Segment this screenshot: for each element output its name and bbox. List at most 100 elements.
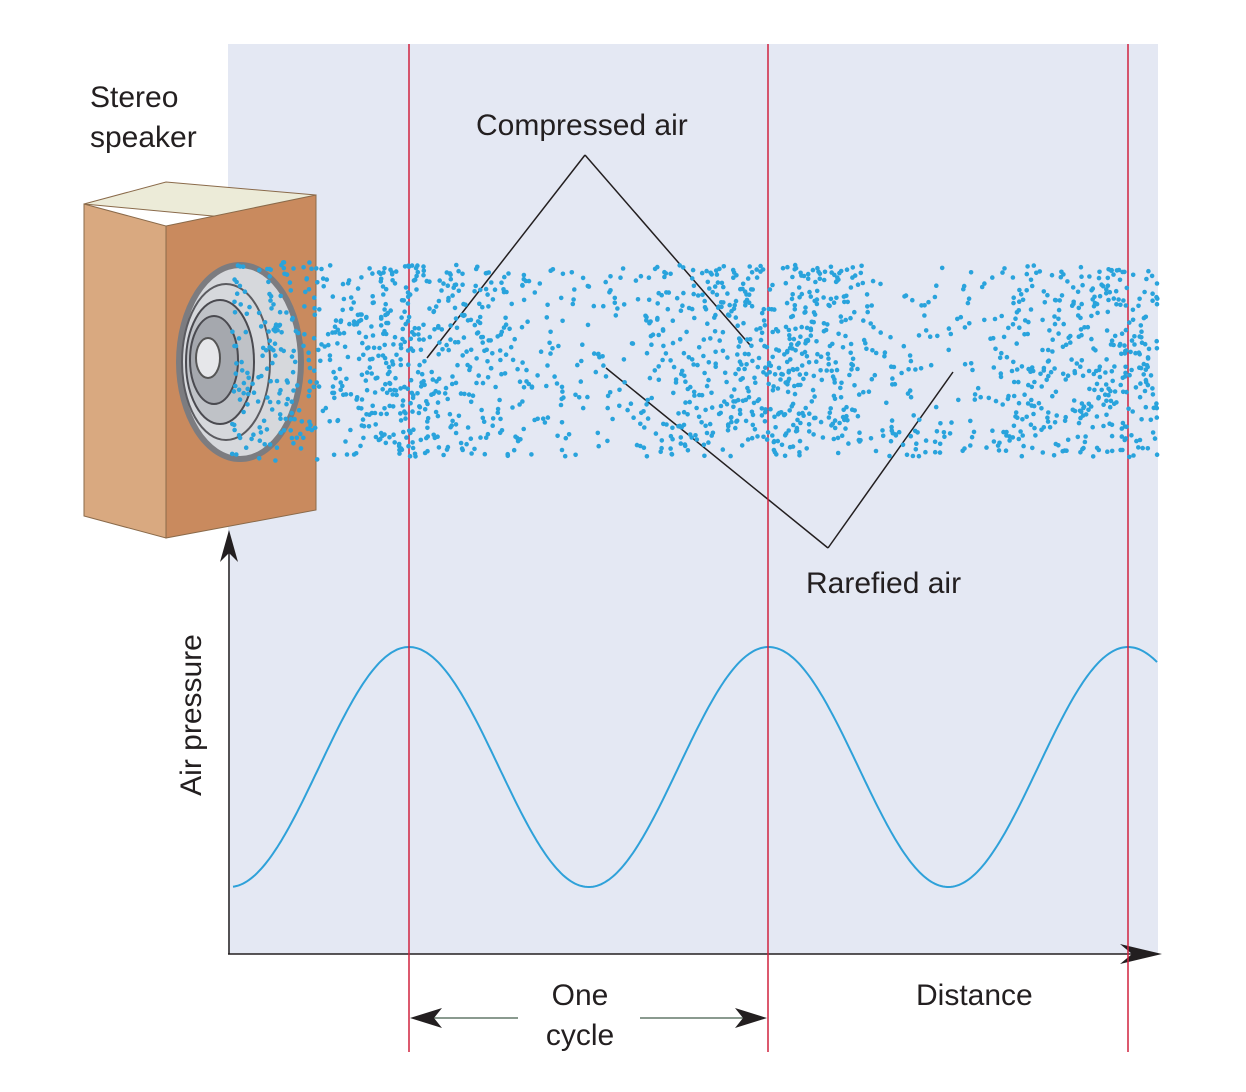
- air-particle: [816, 269, 821, 275]
- air-particle: [291, 348, 297, 354]
- air-particle: [1095, 310, 1100, 316]
- air-particle: [472, 446, 477, 452]
- air-particle: [896, 429, 902, 435]
- air-particle: [571, 297, 576, 302]
- air-particle: [284, 310, 289, 315]
- air-particle: [314, 380, 320, 385]
- air-particle: [750, 358, 755, 364]
- air-particle: [1062, 418, 1068, 424]
- air-particle: [393, 375, 398, 381]
- air-particle: [356, 330, 362, 336]
- air-particle: [1018, 292, 1024, 297]
- air-particle: [1013, 316, 1018, 322]
- air-particle: [1137, 352, 1142, 357]
- air-particle: [474, 356, 479, 361]
- air-particle: [766, 381, 771, 387]
- air-particle: [709, 433, 714, 438]
- air-particle: [782, 453, 788, 459]
- air-particle: [552, 374, 557, 379]
- air-particle: [693, 433, 698, 438]
- air-particle: [880, 428, 885, 433]
- air-particle: [736, 336, 742, 341]
- air-particle: [812, 298, 817, 304]
- air-particle: [855, 413, 861, 419]
- air-particle: [1145, 446, 1151, 451]
- air-particle: [673, 377, 679, 382]
- air-particle: [281, 348, 287, 354]
- air-particle: [406, 314, 412, 320]
- air-particle: [276, 399, 281, 405]
- air-particle: [910, 453, 916, 459]
- air-particle: [1137, 296, 1142, 302]
- air-particle: [634, 442, 640, 448]
- air-particle: [1144, 276, 1149, 282]
- air-particle: [766, 306, 772, 312]
- air-particle: [430, 377, 436, 382]
- air-particle: [705, 321, 710, 327]
- air-particle: [586, 284, 592, 289]
- air-particle: [938, 421, 943, 426]
- air-particle: [869, 376, 875, 382]
- air-particle: [563, 435, 569, 441]
- air-particle: [839, 433, 845, 439]
- air-particle: [431, 308, 437, 314]
- air-particle: [1092, 387, 1097, 393]
- air-particle: [829, 270, 834, 275]
- air-particle: [455, 339, 461, 345]
- air-particle: [278, 416, 283, 422]
- air-particle: [290, 369, 296, 375]
- air-particle: [721, 284, 726, 290]
- air-particle: [324, 277, 330, 282]
- air-particle: [505, 453, 511, 459]
- air-particle: [659, 445, 664, 451]
- air-particle: [805, 276, 811, 282]
- air-particle: [787, 336, 792, 342]
- air-particle: [740, 281, 746, 287]
- air-particle: [1136, 445, 1141, 450]
- air-particle: [1086, 407, 1091, 413]
- air-particle: [444, 342, 449, 348]
- air-particle: [850, 265, 856, 270]
- air-particle: [1075, 313, 1081, 318]
- air-particle: [739, 443, 745, 448]
- air-particle: [755, 434, 760, 439]
- air-particle: [1111, 272, 1116, 277]
- air-particle: [370, 403, 376, 409]
- air-particle: [415, 269, 421, 275]
- air-particle: [1148, 373, 1154, 378]
- air-particle: [708, 336, 713, 341]
- air-particle: [914, 441, 919, 447]
- air-particle: [804, 325, 810, 331]
- air-particle: [1045, 347, 1051, 353]
- air-particle: [419, 371, 425, 377]
- air-particle: [510, 357, 516, 363]
- air-particle: [1152, 436, 1158, 441]
- air-particle: [681, 290, 686, 296]
- air-particle: [1122, 437, 1127, 443]
- air-particle: [382, 342, 388, 348]
- air-particle: [601, 363, 606, 368]
- air-particle: [243, 445, 249, 451]
- x-axis-arrowhead: [1120, 944, 1162, 964]
- air-particle: [484, 347, 490, 353]
- air-particle: [1032, 379, 1037, 385]
- air-particle: [846, 441, 851, 446]
- air-particle: [398, 411, 403, 416]
- air-particle: [825, 322, 830, 327]
- air-particle: [485, 431, 491, 437]
- air-particle: [659, 438, 665, 443]
- air-particle: [848, 315, 853, 321]
- air-particle: [608, 274, 613, 279]
- air-particle: [325, 331, 331, 337]
- air-particle: [746, 300, 752, 306]
- air-particle: [445, 283, 451, 289]
- cycle-arrowhead-left: [410, 1008, 442, 1028]
- air-particle: [257, 438, 263, 444]
- air-particle: [832, 377, 837, 382]
- air-particle: [1154, 346, 1160, 351]
- air-particle: [335, 327, 341, 333]
- cycle-label-line-2: cycle: [545, 1019, 615, 1052]
- air-particle: [803, 371, 809, 377]
- air-particle: [512, 336, 517, 342]
- air-particle: [820, 435, 826, 440]
